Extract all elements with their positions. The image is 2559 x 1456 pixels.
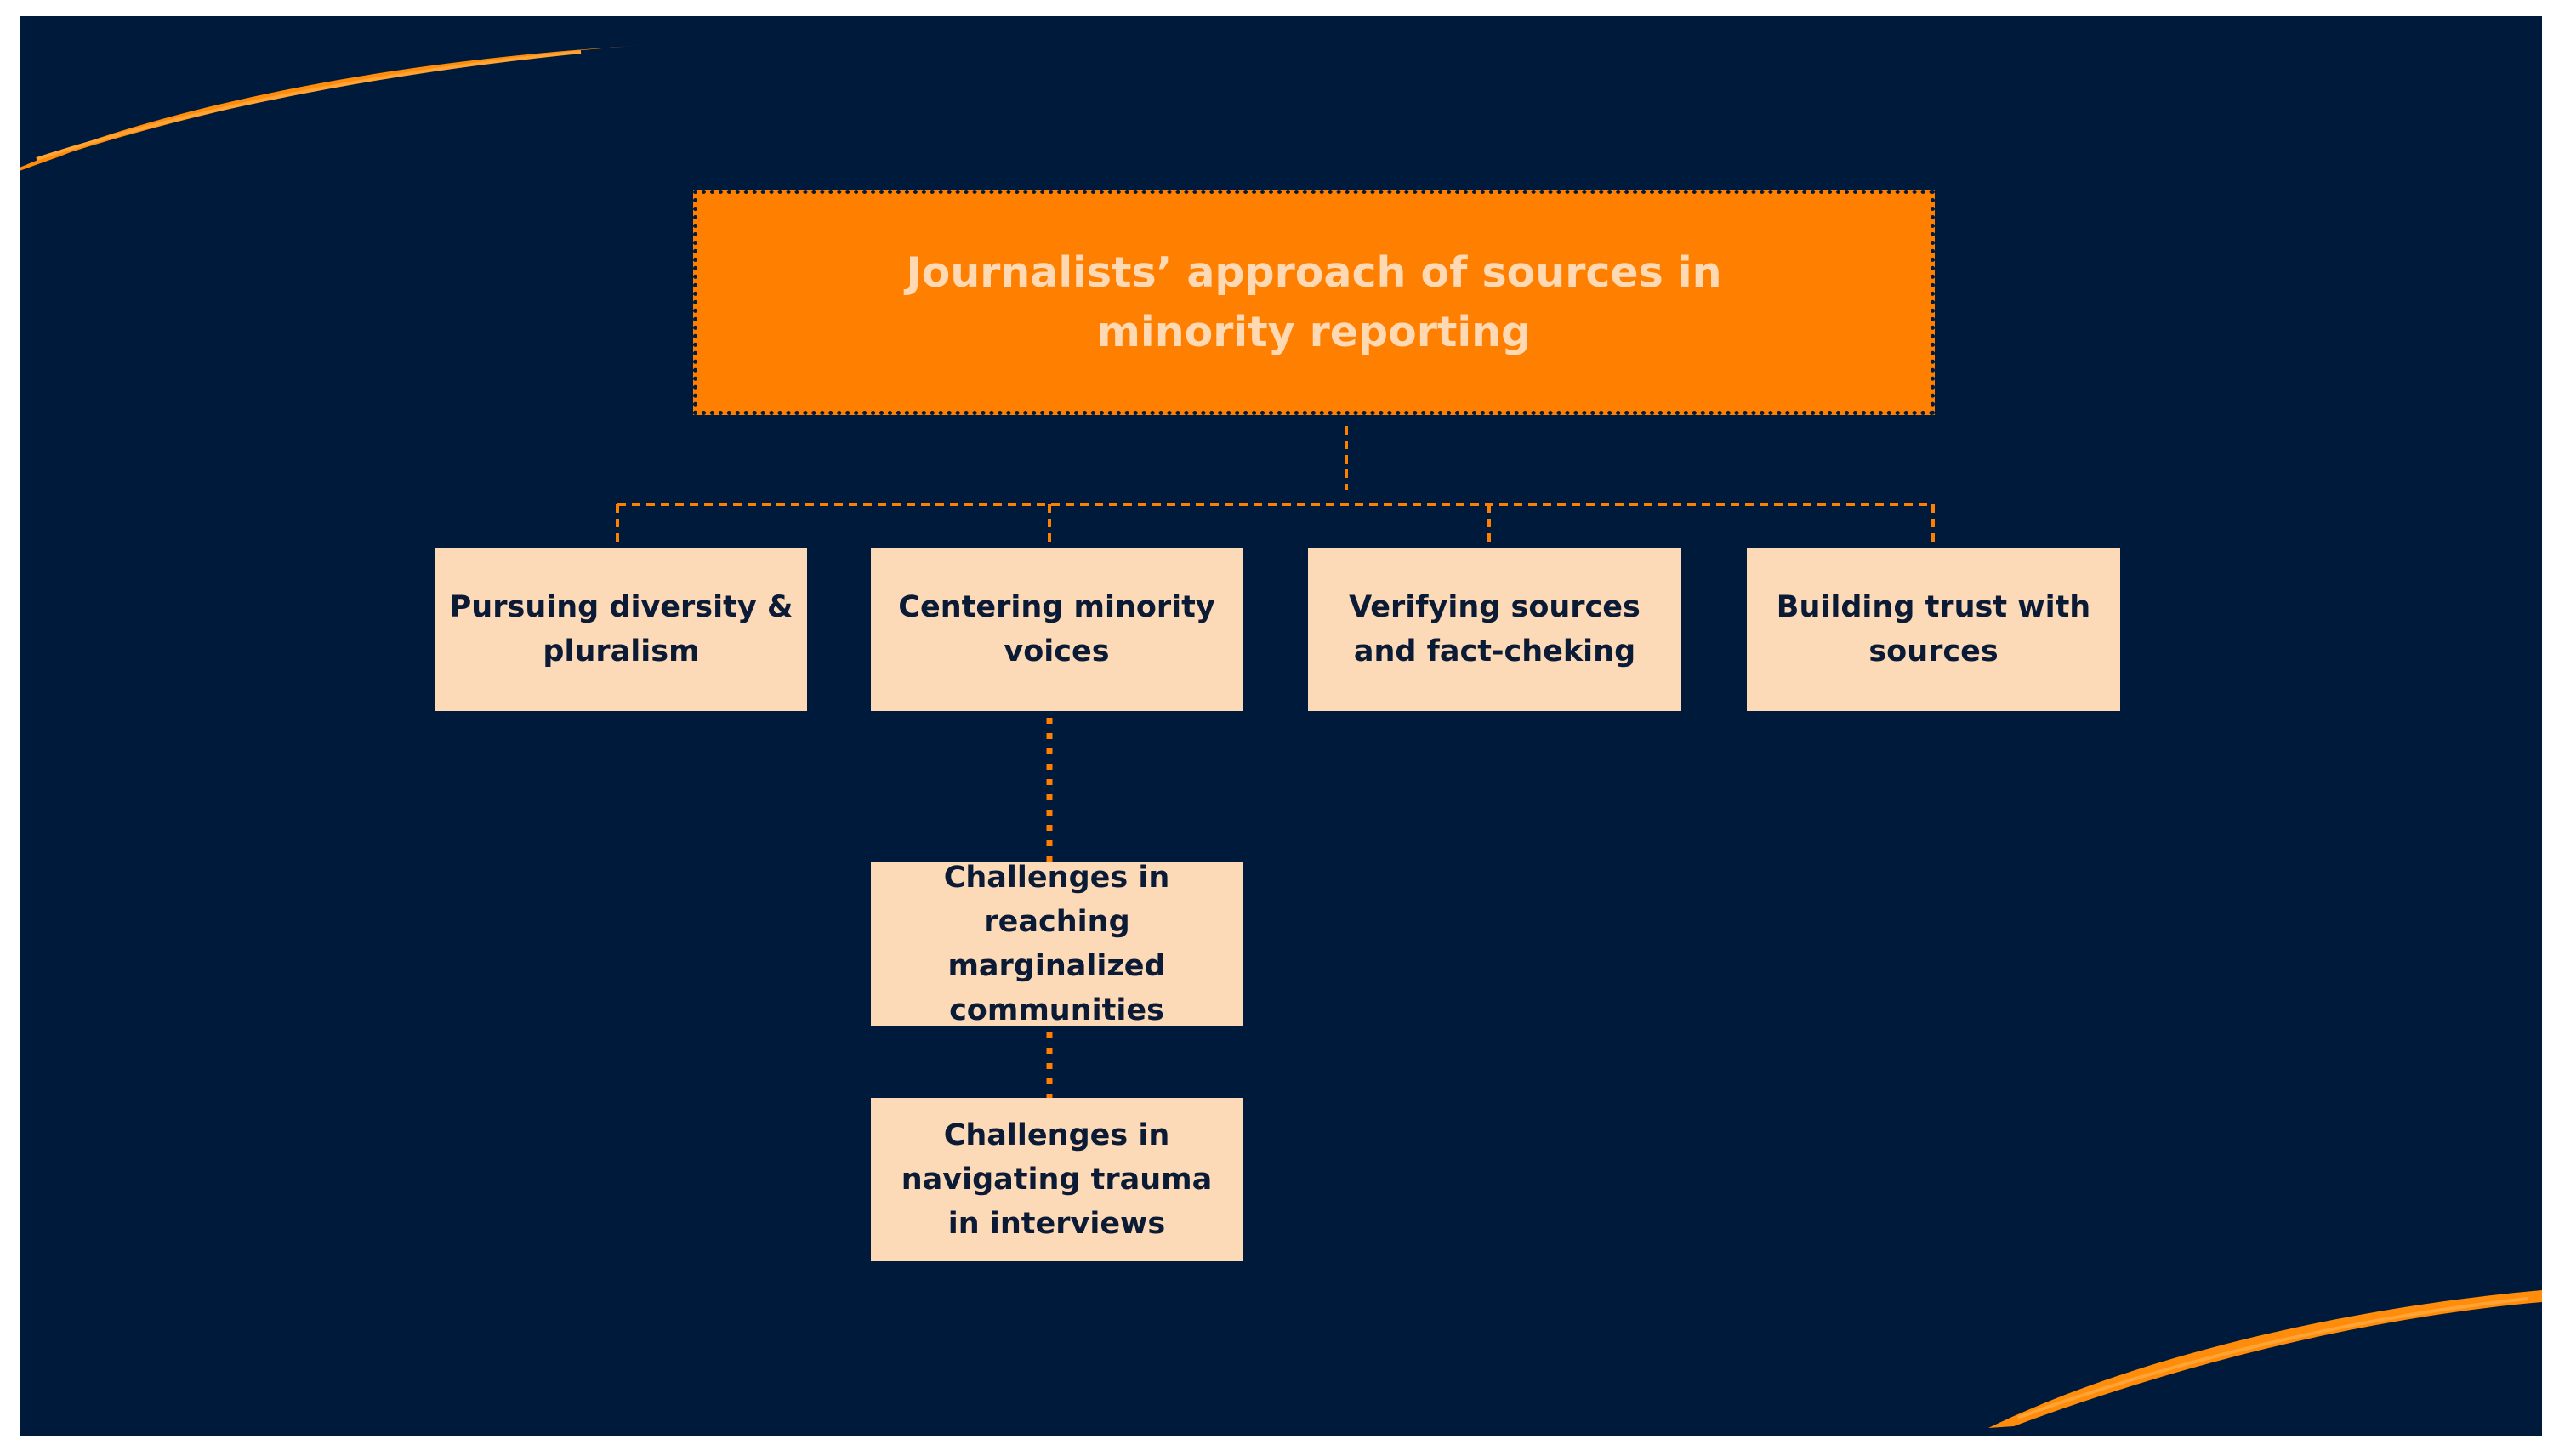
branch-node-label: Pursuing diversity & pluralism (449, 590, 793, 668)
branch-node-centering-voices: Centering minority voices (871, 548, 1243, 711)
branch-node-label: Verifying sources and fact-cheking (1349, 590, 1641, 668)
brush-stroke-bottom-right-streak (2017, 1297, 2529, 1419)
branch-node-diversity: Pursuing diversity & pluralism (435, 548, 807, 711)
slide-canvas: Journalists’ approach of sources in mino… (20, 16, 2542, 1436)
sub-node-label: Challenges in reaching marginalized comm… (943, 861, 1170, 1027)
root-node-title: Journalists’ approach of sources in mino… (906, 247, 1722, 356)
connector-lines (616, 426, 1935, 1098)
branch-node-label: Centering minority voices (898, 590, 1215, 668)
sub-node-reaching-communities: Challenges in reaching marginalized comm… (871, 861, 1243, 1027)
sub-node-navigating-trauma: Challenges in navigating trauma in inter… (871, 1098, 1243, 1261)
sub-node-label: Challenges in navigating trauma in inter… (901, 1118, 1213, 1241)
decorative-swoosh-top-left (20, 45, 2542, 1428)
branch-node-verifying-sources: Verifying sources and fact-cheking (1308, 548, 1681, 711)
root-node: Journalists’ approach of sources in mino… (693, 190, 1935, 415)
branch-node-building-trust: Building trust with sources (1747, 548, 2120, 711)
brush-stroke-top-left-streak (36, 50, 582, 161)
branch-node-label: Building trust with sources (1776, 590, 2091, 668)
